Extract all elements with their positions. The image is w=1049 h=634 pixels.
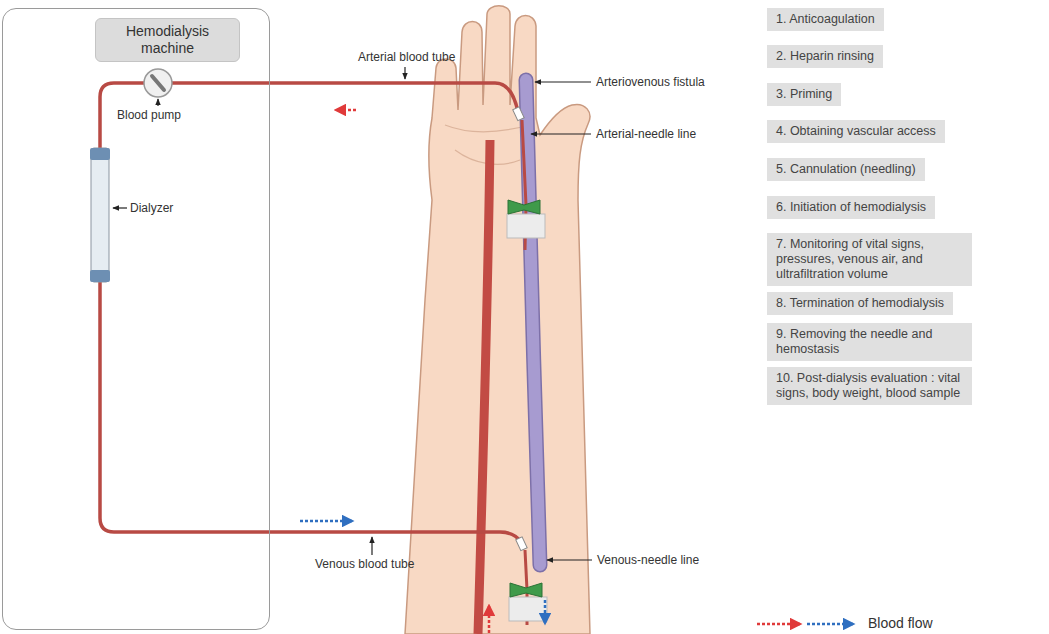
step-box: 2. Heparin rinsing	[767, 45, 883, 68]
legend-sample	[807, 623, 853, 626]
step-text: 2. Heparin rinsing	[776, 49, 874, 64]
needle-hub	[513, 107, 524, 121]
tape	[507, 214, 545, 238]
step-text: 7. Monitoring of vital signs, pressures,…	[776, 237, 963, 282]
part-label: Venous-needle line	[597, 553, 699, 567]
needle-wings	[508, 200, 540, 214]
venous-tube	[100, 83, 521, 542]
palm-crease	[445, 125, 530, 132]
fistula-outline	[526, 80, 540, 565]
step-box: 9. Removing the needle and hemostasis	[767, 323, 972, 361]
part-label: Venous blood tube	[315, 557, 414, 571]
part-label: Blood pump	[117, 108, 181, 122]
step-text: 5. Cannulation (needling)	[776, 162, 916, 177]
step-text: 6. Initiation of hemodialysis	[776, 200, 926, 215]
legend-sample	[757, 623, 800, 626]
step-text: 3. Priming	[776, 87, 832, 102]
step-text: 1. Anticoagulation	[776, 12, 875, 27]
arm	[405, 6, 590, 634]
step-box: 6. Initiation of hemodialysis	[767, 196, 935, 219]
step-text: 4. Obtaining vascular access	[776, 124, 936, 139]
step-box: 8. Termination of hemodialysis	[767, 292, 953, 315]
dialyzer-cap	[90, 270, 110, 282]
step-box: 1. Anticoagulation	[767, 8, 884, 31]
leader-arrow	[113, 207, 127, 208]
part-label: Arteriovenous fistula	[596, 75, 705, 89]
step-text: 10. Post-dialysis evaluation : vital sig…	[776, 371, 963, 401]
flow-arrow	[488, 606, 491, 633]
pump-rotor	[152, 76, 164, 90]
tape	[509, 597, 547, 621]
machine-title: Hemodialysis machine	[95, 18, 240, 62]
flow-arrow	[300, 520, 352, 523]
legend-text: Blood flow	[868, 615, 933, 632]
artery	[478, 140, 490, 634]
step-box: 3. Priming	[767, 83, 841, 106]
part-label: Arterial blood tube	[358, 50, 455, 64]
leader-arrow	[157, 99, 158, 106]
machine-panel-fill	[3, 9, 269, 629]
step-text: 9. Removing the needle and hemostasis	[776, 327, 963, 357]
part-label: Arterial-needle line	[596, 127, 696, 141]
leader-arrow	[531, 133, 591, 134]
leader-arrow	[404, 67, 405, 79]
arterial-tube	[172, 83, 518, 112]
step-box: 5. Cannulation (needling)	[767, 158, 925, 181]
leader-arrow	[547, 559, 592, 560]
dialyzer	[91, 148, 109, 282]
flow-arrow	[336, 109, 356, 112]
leader-arrow	[371, 537, 372, 555]
step-box: 10. Post-dialysis evaluation : vital sig…	[767, 367, 972, 405]
needle-wings	[510, 583, 542, 597]
dialyzer-cap	[90, 148, 110, 160]
blood-pump	[144, 69, 172, 97]
machine-panel: Hemodialysis machine	[2, 8, 270, 630]
flow-arrow	[544, 600, 547, 623]
step-text: 8. Termination of hemodialysis	[776, 296, 944, 311]
needle-hub	[516, 537, 527, 551]
step-box: 7. Monitoring of vital signs, pressures,…	[767, 233, 972, 286]
leader-arrow	[535, 81, 591, 82]
arteriovenous-fistula	[526, 80, 540, 565]
step-box: 4. Obtaining vascular access	[767, 120, 945, 143]
part-label: Dialyzer	[130, 201, 173, 215]
